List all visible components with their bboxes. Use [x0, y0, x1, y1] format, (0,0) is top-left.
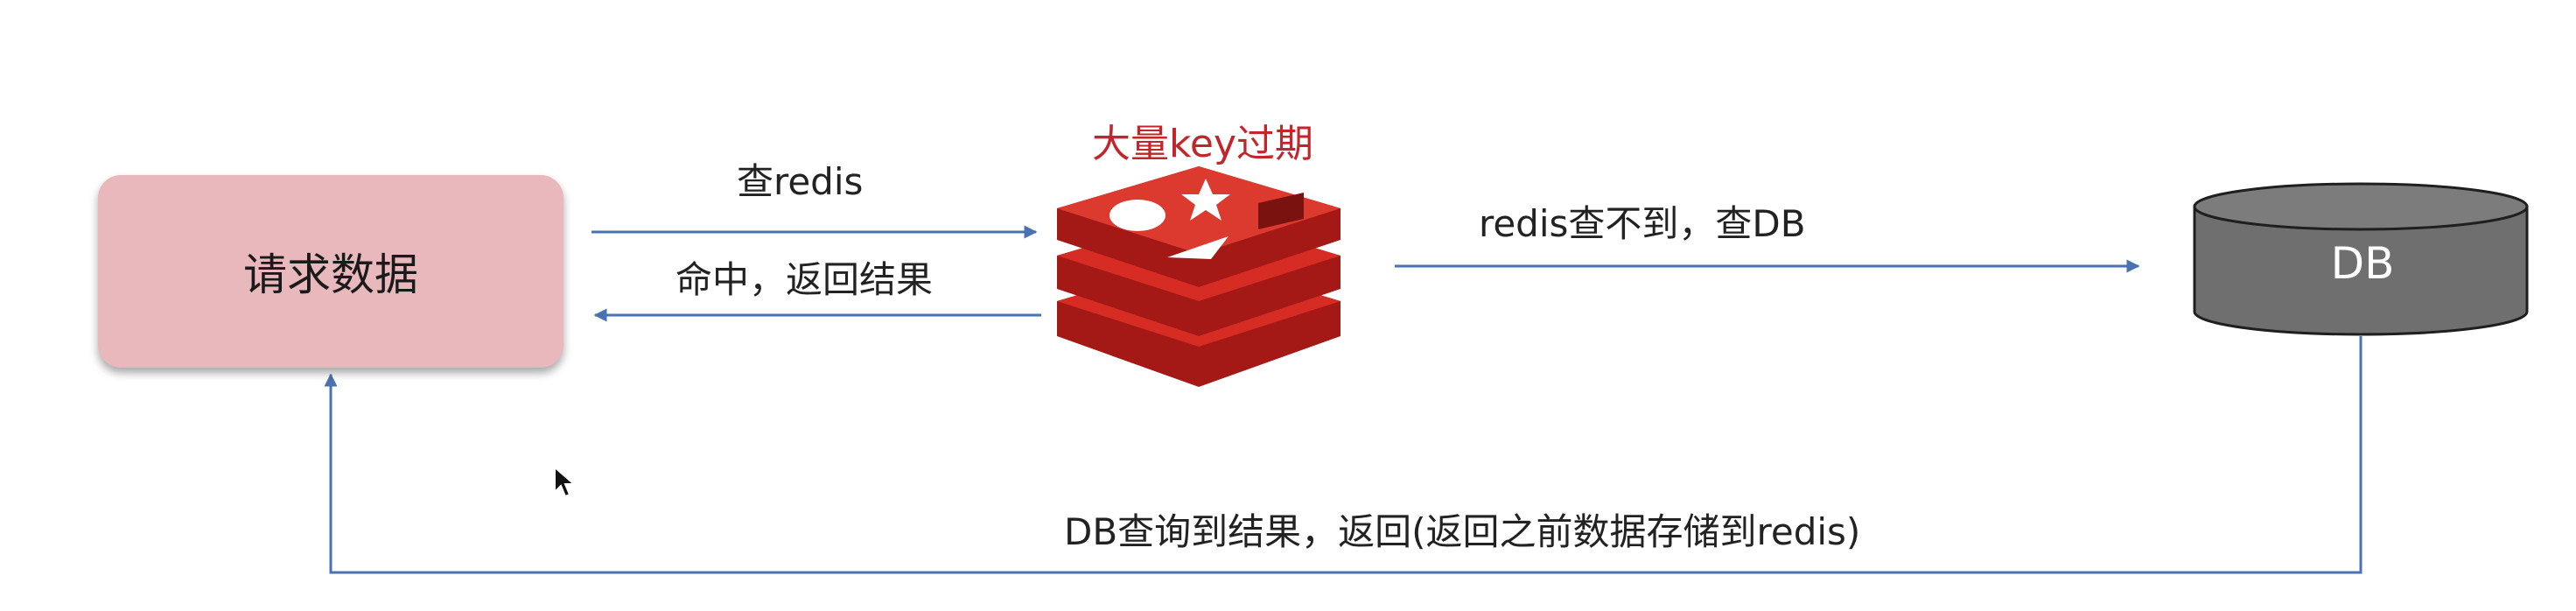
- request-data-label: 请求数据: [243, 249, 418, 300]
- arrow-db-return: [324, 336, 2362, 574]
- request-data-box: 请求数据: [98, 175, 564, 368]
- db-return-label: DB查询到结果，返回(返回之前数据存储到redis): [1064, 510, 1861, 553]
- hit-return-label: 命中，返回结果: [676, 258, 934, 301]
- db-label: DB: [2330, 238, 2395, 289]
- database-cylinder-icon: [2193, 182, 2529, 336]
- query-redis-label: 查redis: [737, 160, 864, 203]
- miss-query-db-label: redis查不到，查DB: [1479, 202, 1806, 245]
- key-expire-label: 大量key过期: [1092, 122, 1314, 166]
- mouse-cursor-icon: [554, 466, 577, 498]
- redis-logo-icon: [1057, 166, 1340, 387]
